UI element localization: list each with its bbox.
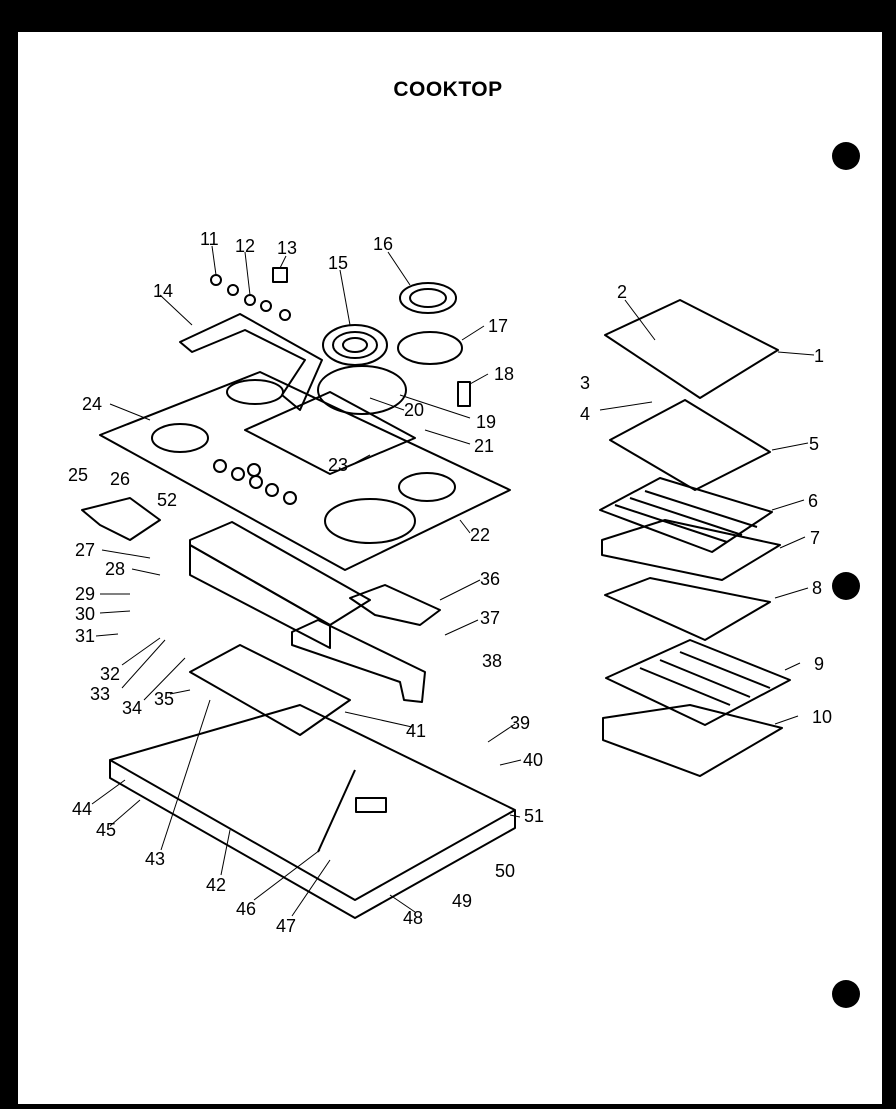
callout-51: 51: [524, 806, 544, 826]
callout-10: 10: [812, 707, 832, 727]
callout-23: 23: [328, 455, 348, 475]
callout-17: 17: [488, 316, 508, 336]
callout-48: 48: [403, 908, 423, 928]
callout-16: 16: [373, 234, 393, 254]
cooktop-top-plate: [99, 371, 511, 571]
callout-5: 5: [809, 434, 819, 454]
grill-rack: [599, 477, 773, 553]
callout-49: 49: [452, 891, 472, 911]
surface-element-large: [322, 324, 388, 366]
callout-50: 50: [495, 861, 515, 881]
callout-27: 27: [75, 540, 95, 560]
callout-30: 30: [75, 604, 95, 624]
callout-12: 12: [235, 236, 255, 256]
grill-grate: [605, 639, 791, 726]
callout-26: 26: [110, 469, 130, 489]
callout-28: 28: [105, 559, 125, 579]
wiring-shield: [291, 619, 426, 703]
drip-bowl-small: [397, 331, 463, 365]
callout-2: 2: [617, 282, 627, 302]
callout-4: 4: [580, 404, 590, 424]
callout-34: 34: [122, 698, 142, 718]
diagram-sheet: [18, 32, 882, 1104]
callout-46: 46: [236, 899, 256, 919]
callout-38: 38: [482, 651, 502, 671]
callout-47: 47: [276, 916, 296, 936]
burner-box: [109, 704, 516, 901]
grill-tray: [601, 519, 781, 581]
drip-bowl-large: [317, 365, 407, 415]
callout-21: 21: [474, 436, 494, 456]
burner-opening: [226, 379, 284, 405]
terminal-block: [457, 381, 471, 407]
callout-3: 3: [580, 373, 590, 393]
callout-15: 15: [328, 253, 348, 273]
callout-32: 32: [100, 664, 120, 684]
diagram-title: COOKTOP: [393, 78, 503, 101]
burner-opening: [151, 423, 209, 453]
callout-9: 9: [814, 654, 824, 674]
callout-43: 43: [145, 849, 165, 869]
callout-19: 19: [476, 412, 496, 432]
griddle-plate: [609, 399, 771, 491]
callout-25: 25: [68, 465, 88, 485]
callout-45: 45: [96, 820, 116, 840]
callout-14: 14: [153, 281, 173, 301]
callout-11: 11: [200, 229, 219, 249]
callout-44: 44: [72, 799, 92, 819]
mounting-bracket-right: [349, 584, 441, 626]
callout-24: 24: [82, 394, 102, 414]
surface-element-small: [399, 282, 457, 314]
callout-31: 31: [75, 626, 95, 646]
burner-opening: [398, 472, 456, 502]
punch-hole-top: [832, 142, 860, 170]
callout-22: 22: [470, 525, 490, 545]
callout-42: 42: [206, 875, 226, 895]
callout-6: 6: [808, 491, 818, 511]
callout-36: 36: [480, 569, 500, 589]
callout-8: 8: [812, 578, 822, 598]
grease-pan: [602, 704, 783, 777]
callout-40: 40: [523, 750, 543, 770]
part-callouts: 1 2 3 4 5 6 7 8 9 10 11 12 13 14 15 16 1…: [68, 229, 832, 936]
grill-element: [604, 577, 771, 641]
callout-29: 29: [75, 584, 95, 604]
callout-7: 7: [810, 528, 820, 548]
mounting-bracket-left: [81, 497, 161, 541]
callout-18: 18: [494, 364, 514, 384]
callout-33: 33: [90, 684, 110, 704]
griddle-cover: [604, 299, 779, 399]
punch-hole-middle: [832, 572, 860, 600]
callout-1: 1: [814, 346, 824, 366]
lead-wire: [317, 769, 356, 853]
callout-35: 35: [154, 689, 174, 709]
callout-20: 20: [404, 400, 424, 420]
punch-hole-bottom: [832, 980, 860, 1008]
junction-plate: [355, 797, 387, 813]
callout-13: 13: [277, 238, 297, 258]
burner-opening: [324, 498, 416, 544]
control-knobs: [210, 267, 291, 321]
callout-52: 52: [157, 490, 177, 510]
switch-assembly: [189, 644, 351, 736]
callout-41: 41: [406, 721, 426, 741]
callout-37: 37: [480, 608, 500, 628]
callout-39: 39: [510, 713, 530, 733]
control-panel-housing: [189, 521, 371, 626]
backguard: [179, 313, 323, 411]
